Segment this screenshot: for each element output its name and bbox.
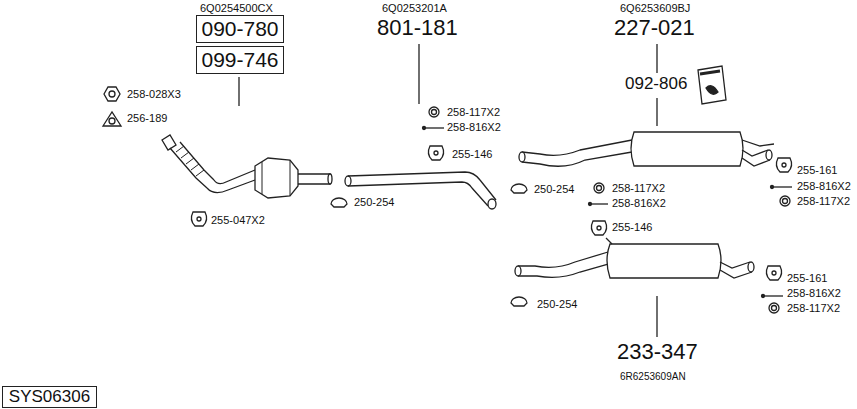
callout-number: 250-254 xyxy=(534,183,574,195)
callout-number: 250-254 xyxy=(354,196,394,208)
callout-number: 255-146 xyxy=(452,148,492,160)
hardware-icons xyxy=(103,66,792,313)
callout-number: 258-117X2 xyxy=(612,182,665,194)
part-number: 233-347 xyxy=(617,340,698,364)
callout-number: 6Q0254500CX xyxy=(200,2,273,14)
leader-lines xyxy=(239,44,657,337)
front-pipe xyxy=(162,135,332,198)
callout-number: 255-161 xyxy=(797,164,837,176)
part-number: 092-806 xyxy=(625,75,687,94)
system-code-box: SYS06306 xyxy=(2,386,97,408)
part-number: 801-181 xyxy=(377,16,458,40)
callout-number: 258-816X2 xyxy=(787,287,841,299)
callout-number: 258-117X2 xyxy=(447,106,500,118)
part-number-box: 099-746 xyxy=(196,46,284,74)
callout-number: 256-189 xyxy=(127,112,167,124)
callout-number: 6Q6253609BJ xyxy=(620,2,690,14)
callout-number: 255-146 xyxy=(612,221,652,233)
box-text: 090-780 xyxy=(201,18,278,40)
callout-number: 258-816X2 xyxy=(612,197,666,209)
callout-number: 6R6253609AN xyxy=(620,371,686,382)
part-number-box: 090-780 xyxy=(196,15,284,43)
callout-number: 250-254 xyxy=(537,298,577,310)
callout-number: 258-117X2 xyxy=(797,195,850,207)
callout-number: 258-816X2 xyxy=(797,180,851,192)
callout-number: 255-161 xyxy=(787,272,827,284)
middle-pipe xyxy=(345,172,496,209)
part-number: 227-021 xyxy=(614,16,695,40)
callout-number: 258-816X2 xyxy=(447,121,501,133)
callout-number: 6Q0253201A xyxy=(382,2,447,14)
rear-muffler-lower xyxy=(515,238,754,278)
callout-number: 258-117X2 xyxy=(787,302,840,314)
rear-muffler-upper xyxy=(519,132,774,166)
box-text: 099-746 xyxy=(201,49,278,71)
callout-number: 255-047X2 xyxy=(211,214,265,226)
box-text: SYS06306 xyxy=(9,388,90,406)
callout-number: 258-028X3 xyxy=(127,88,181,100)
